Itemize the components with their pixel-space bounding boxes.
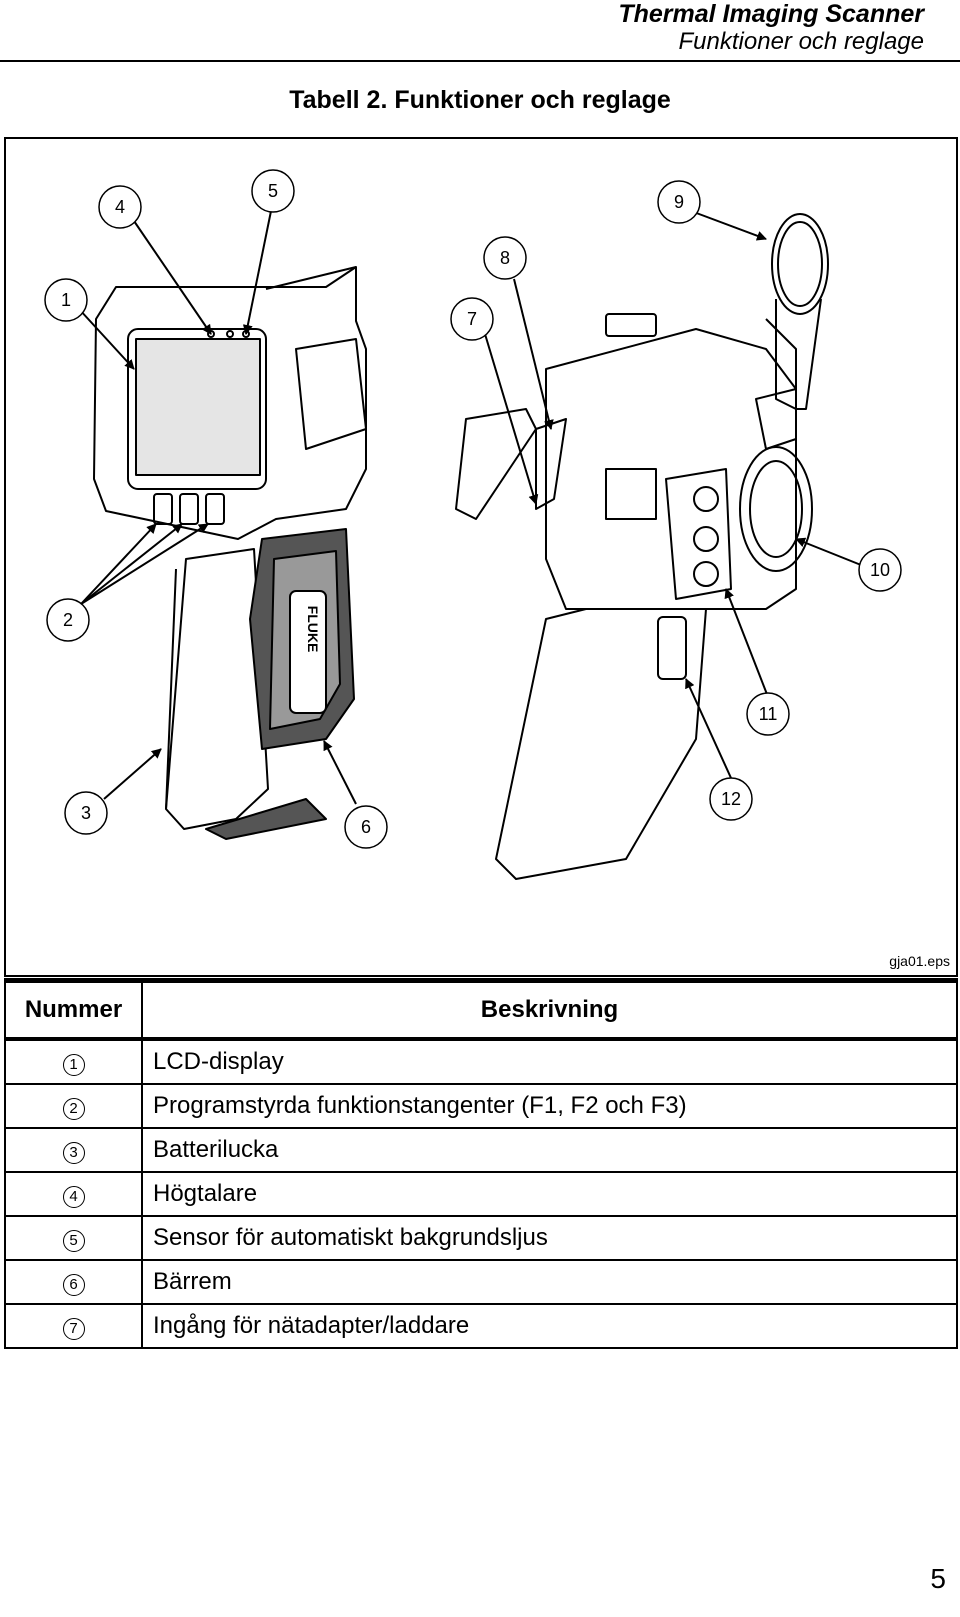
callout-1: 1 xyxy=(44,278,88,322)
strap-logo: FLUKE xyxy=(305,606,321,653)
svg-text:2: 2 xyxy=(63,610,73,630)
row-number: 2 xyxy=(62,1097,85,1120)
row-number: 7 xyxy=(62,1317,85,1340)
svg-text:7: 7 xyxy=(467,309,477,329)
svg-text:1: 1 xyxy=(61,290,71,310)
left-camera-drawing: FLUKE xyxy=(93,266,367,840)
table-row: 2 Programstyrda funktionstangenter (F1, … xyxy=(4,1083,958,1129)
svg-text:11: 11 xyxy=(759,704,778,724)
right-camera-drawing xyxy=(455,213,829,880)
page-number: 5 xyxy=(930,1563,946,1594)
callout-10: 10 xyxy=(858,548,902,592)
table-row: 4 Högtalare xyxy=(4,1171,958,1217)
row-number: 1 xyxy=(62,1053,85,1076)
figure-file-ref: gja01.eps xyxy=(889,953,950,969)
svg-text:10: 10 xyxy=(870,560,890,580)
svg-text:5: 5 xyxy=(268,181,278,201)
header-description: Beskrivning xyxy=(141,978,958,1041)
row-number: 5 xyxy=(62,1229,85,1252)
callout-12: 12 xyxy=(709,777,753,821)
table-caption: Tabell 2. Funktioner och reglage xyxy=(289,86,671,114)
running-header: Thermal Imaging Scanner Funktioner och r… xyxy=(618,0,924,56)
svg-text:3: 3 xyxy=(81,803,91,823)
row-description: Bärrem xyxy=(141,1259,958,1305)
table-row: 7 Ingång för nätadapter/laddare xyxy=(4,1303,958,1349)
callout-3: 3 xyxy=(64,791,108,835)
header-subtitle: Funktioner och reglage xyxy=(678,28,924,55)
callout-5: 5 xyxy=(251,169,295,213)
svg-text:9: 9 xyxy=(674,192,684,212)
callout-2: 2 xyxy=(46,598,90,642)
row-description: Ingång för nätadapter/laddare xyxy=(141,1303,958,1349)
header-rule xyxy=(0,60,960,62)
table-row: 3 Batterilucka xyxy=(4,1127,958,1173)
device-illustration: FLUKE xyxy=(44,169,902,880)
svg-text:8: 8 xyxy=(500,248,510,268)
header-number: Nummer xyxy=(4,978,143,1041)
svg-text:4: 4 xyxy=(115,197,125,217)
row-number: 6 xyxy=(62,1273,85,1296)
device-figure: FLUKE xyxy=(4,137,958,977)
table-header-row: Nummer Beskrivning xyxy=(4,978,958,1041)
svg-text:12: 12 xyxy=(721,789,741,809)
callout-8: 8 xyxy=(483,236,527,280)
row-description: Batterilucka xyxy=(141,1127,958,1173)
row-description: LCD-display xyxy=(141,1038,958,1085)
table-row: 1 LCD-display xyxy=(4,1038,958,1085)
table-row: 6 Bärrem xyxy=(4,1259,958,1305)
callout-6: 6 xyxy=(344,805,388,849)
callout-4: 4 xyxy=(98,185,142,229)
row-description: Programstyrda funktionstangenter (F1, F2… xyxy=(141,1083,958,1129)
row-number: 3 xyxy=(62,1141,85,1164)
row-description: Sensor för automatiskt bakgrundsljus xyxy=(141,1215,958,1261)
callout-7: 7 xyxy=(450,297,494,341)
header-title: Thermal Imaging Scanner xyxy=(618,0,924,28)
row-description: Högtalare xyxy=(141,1171,958,1217)
svg-text:6: 6 xyxy=(361,817,371,837)
callout-11: 11 xyxy=(746,692,790,736)
table-row: 5 Sensor för automatiskt bakgrundsljus xyxy=(4,1215,958,1261)
parts-table: Nummer Beskrivning 1 LCD-display 2 Progr… xyxy=(4,978,958,1349)
row-number: 4 xyxy=(62,1185,85,1208)
callout-9: 9 xyxy=(657,180,701,224)
